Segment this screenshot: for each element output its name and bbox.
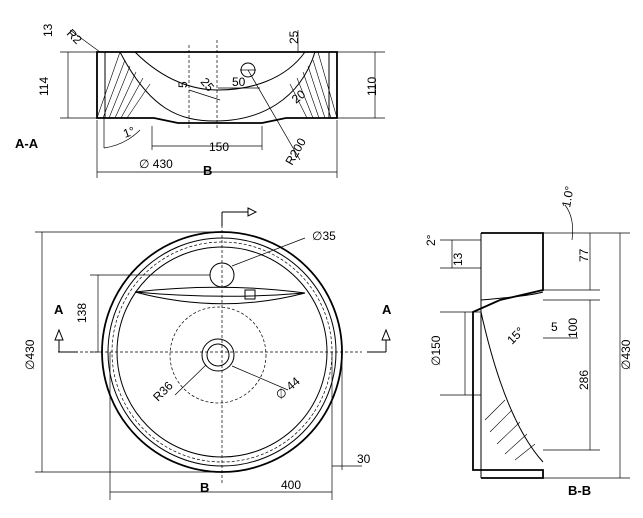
dim-aa-25: 25	[198, 75, 218, 94]
plan-view	[35, 207, 391, 500]
dim-aa-110: 110	[365, 77, 379, 96]
section-bb-view	[440, 204, 630, 479]
dim-aa-r2: R2	[64, 26, 85, 47]
dim-plan-dia44: ∅ 44	[273, 374, 303, 402]
cut-b-bottom-label: B	[200, 480, 209, 495]
dim-plan-30: 30	[357, 452, 371, 466]
section-aa-view	[60, 29, 385, 178]
dim-bb-angle-10: 1.0°	[559, 185, 577, 209]
dim-aa-20: 20	[289, 87, 308, 107]
dim-aa-25-top: 25	[287, 30, 301, 44]
dim-bb-dia150: ∅150	[429, 335, 443, 366]
dim-aa-150: 150	[209, 140, 229, 154]
dim-plan-dia430: ∅430	[23, 339, 37, 370]
dim-bb-100: 100	[566, 318, 580, 338]
dim-bb-5: 5	[551, 320, 558, 334]
dim-plan-138: 138	[75, 303, 89, 323]
dim-bb-15: 15°	[504, 324, 527, 347]
dim-aa-5: 5	[176, 81, 190, 88]
cut-a-right-label: A	[382, 302, 392, 317]
dim-plan-400: 400	[281, 478, 301, 492]
dim-aa-dia430: ∅ 430	[139, 157, 173, 171]
dim-aa-13: 13	[41, 23, 55, 37]
dim-aa-angle-1: 1°	[121, 124, 137, 141]
dim-bb-77: 77	[577, 248, 591, 262]
aa-section-title: A-A	[15, 136, 39, 151]
dim-plan-dia35: ∅35	[312, 229, 336, 243]
bb-section-title: B-B	[568, 483, 591, 498]
dim-aa-50: 50	[232, 75, 246, 89]
cut-b-top-label: B	[203, 163, 212, 178]
dim-bb-286: 286	[577, 370, 591, 390]
dim-bb-2: 2°	[424, 234, 438, 246]
dim-plan-r36: R36	[150, 378, 176, 404]
dim-aa-r200: R200	[282, 135, 309, 167]
dim-bb-dia430: ∅430	[619, 339, 633, 370]
dim-bb-13: 13	[451, 252, 465, 266]
dim-aa-114: 114	[37, 77, 51, 96]
cut-a-left-label: A	[54, 302, 64, 317]
